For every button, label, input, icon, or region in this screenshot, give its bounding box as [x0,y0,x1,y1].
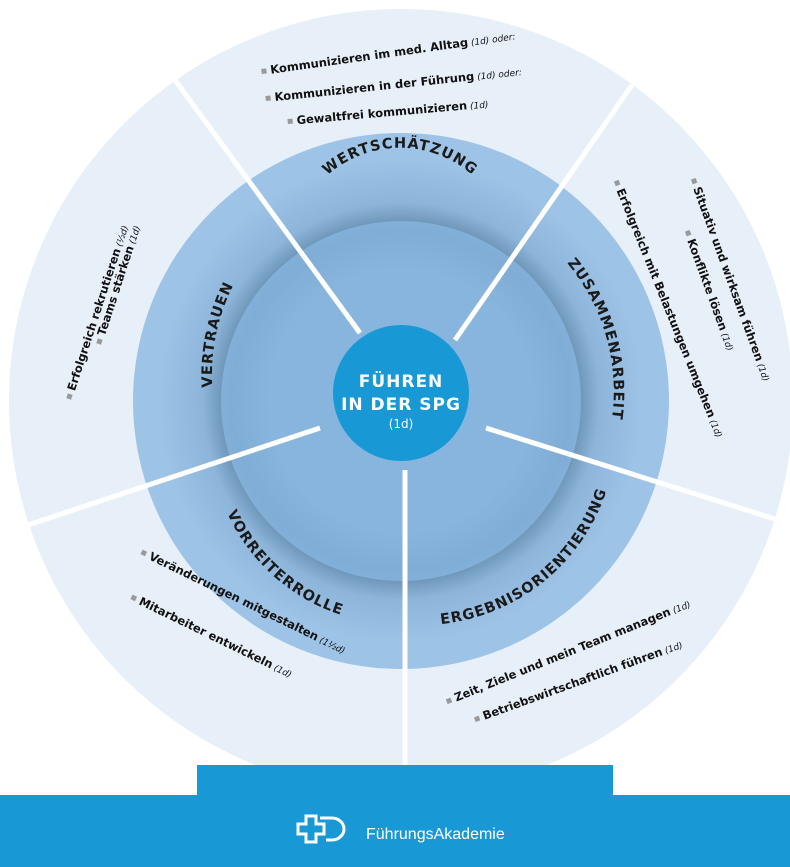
segment-dividers [27,78,779,770]
center-title-line2: IN DER SPG [341,395,461,415]
footer-step [197,765,613,797]
footer-banner [0,795,790,867]
center-duration: (1d) [389,417,414,431]
swiss-cross-p-logo-icon [296,814,346,844]
center-title-line1: FÜHREN [359,370,444,392]
brand-name: FührungsAkademie [366,826,505,843]
center-circle [333,325,469,461]
